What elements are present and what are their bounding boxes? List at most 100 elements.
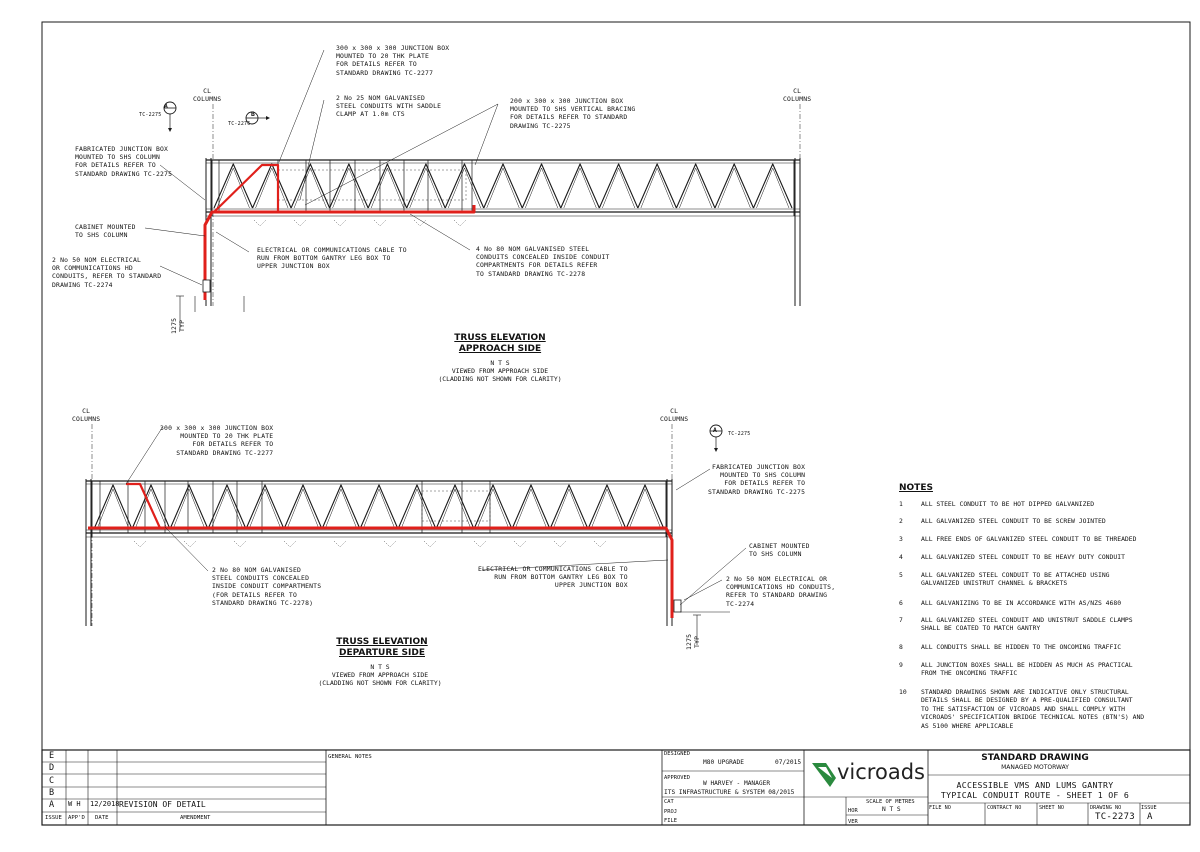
file-label: FILE [664, 818, 677, 824]
cl-columns-left: CL COLUMNS [193, 87, 222, 104]
truss-diagonal [435, 484, 475, 530]
rev-a-appd: W H [68, 800, 81, 808]
hanger-bracket [333, 540, 347, 548]
note-number: 2 [899, 517, 903, 525]
conduit-riser-departure [126, 482, 162, 529]
standard-drawing-title: STANDARD DRAWING [981, 753, 1089, 763]
truss-diagonal-inner [563, 167, 597, 209]
hanger-bracket [423, 540, 437, 548]
dep-section-marker-a: A [713, 426, 718, 434]
hanger-bracket [183, 540, 197, 548]
conduit-main-departure [88, 526, 674, 618]
note-conduit-80: 4 No 80 NOM GALVANISED STEEL CONDUITS CO… [476, 245, 610, 278]
section-arrow-b [266, 116, 270, 120]
truss-diagonal-inner [476, 488, 510, 530]
truss-diagonal [367, 163, 408, 209]
vicroads-logo-notch [818, 767, 832, 778]
hanger-bracket [283, 540, 297, 548]
truss-diagonal [714, 163, 754, 209]
leader-line [675, 468, 711, 491]
truss-diagonal-inner [602, 167, 636, 209]
hdr-appd: APP'D [68, 815, 85, 821]
truss-diagonal-inner [210, 488, 244, 530]
section-marker-b: B [251, 110, 256, 118]
leader-line [278, 49, 325, 163]
approach-title: TRUSS ELEVATION APPROACH SIDE [430, 333, 570, 355]
dep-conduit-compartment [421, 490, 491, 522]
revision-letter: C [49, 775, 55, 786]
dep-note-conduit-50: 2 No 50 NOM ELECTRICAL OR COMMUNICATIONS… [726, 575, 836, 608]
note-text: ALL JUNCTION BOXES SHALL BE HIDDEN AS MU… [921, 661, 1133, 678]
note-text: ALL GALVANIZING TO BE IN ACCORDANCE WITH… [921, 599, 1122, 607]
leader-line [159, 265, 203, 286]
departure-title-line1: TRUSS ELEVATION [336, 637, 428, 647]
dep-section-arrow-a [714, 448, 718, 452]
rev-a-date: 12/2018 [90, 800, 120, 808]
truss-diagonal [752, 163, 793, 209]
note-junction-box-300: 300 x 300 x 300 JUNCTION BOX MOUNTED TO … [336, 44, 450, 77]
truss-diagonal [483, 163, 523, 209]
truss-diagonal-inner [552, 488, 586, 530]
hanger-bracket [233, 540, 247, 548]
approach-subtitle: N T S VIEWED FROM APPROACH SIDE (CLADDIN… [438, 359, 562, 383]
note-number: 4 [899, 553, 903, 561]
dep-note-conduit-80: 2 No 80 NOM GALVANISED STEEL CONDUITS CO… [212, 566, 322, 607]
truss-diagonal-inner [332, 167, 366, 209]
truss-diagonal [625, 484, 665, 530]
note-junction-box-200: 200 x 300 x 300 JUNCTION BOX MOUNTED TO … [510, 97, 636, 130]
leader-line [679, 547, 747, 606]
note-text: STANDARD DRAWINGS SHOWN ARE INDICATIVE O… [921, 688, 1145, 730]
truss-diagonal [359, 484, 399, 530]
issue-value: A [1147, 812, 1153, 822]
truss-diagonal-inner [172, 488, 206, 530]
truss-diagonal [521, 163, 562, 209]
revision-letter: E [49, 751, 55, 761]
note-number: 6 [899, 599, 903, 607]
truss-diagonal-inner [717, 167, 751, 209]
hanger-bracket [413, 219, 427, 227]
dep-cl-columns-left: CL COLUMNS [72, 407, 101, 424]
truss-diagonal [406, 163, 446, 209]
truss-diagonal [560, 163, 600, 209]
truss-diagonal [283, 484, 323, 530]
dep-note-cabinet: CABINET MOUNTED TO SHS COLUMN [749, 542, 810, 559]
note-conduit-25: 2 No 25 NOM GALVANISED STEEL CONDUITS WI… [336, 94, 442, 119]
conduit-main-approach [203, 205, 476, 300]
cabinet-box [202, 279, 211, 293]
truss-diagonal [549, 484, 589, 530]
note-conduit-50: 2 No 50 NOM ELECTRICAL OR COMMUNICATIONS… [52, 256, 162, 289]
truss-diagonal [321, 484, 361, 530]
hanger-bracket [333, 219, 347, 227]
truss-diagonal-inner [248, 488, 282, 530]
truss-diagonal [397, 484, 437, 530]
leader-line [474, 103, 499, 166]
truss-diagonal [511, 484, 551, 530]
dimension-1275: 1275 TYP [170, 317, 187, 334]
hdr-amendment: AMENDMENT [180, 815, 211, 821]
scale-value: N T S [882, 806, 901, 813]
truss-diagonal [473, 484, 513, 530]
ver-label: VER [848, 819, 858, 825]
truss-diagonal-inner [525, 167, 559, 209]
note-number: 7 [899, 616, 903, 624]
truss-diagonal-inner [438, 488, 472, 530]
general-notes-label: GENERAL NOTES [328, 754, 372, 760]
truss-diagonal-inner [216, 167, 250, 209]
departure-title: TRUSS ELEVATION DEPARTURE SIDE [312, 637, 452, 659]
approach-title-line2: APPROACH SIDE [458, 344, 542, 354]
hanger-bracket [293, 219, 307, 227]
truss-diagonal [131, 484, 171, 530]
sheet-no-label: SHEET NO [1039, 805, 1064, 811]
note-text: ALL STEEL CONDUIT TO BE HOT DIPPED GALVA… [921, 500, 1095, 508]
revision-letter: D [49, 763, 55, 774]
note-text: ALL GALVANIZED STEEL CONDUIT TO BE SCREW… [921, 517, 1106, 525]
section-arrow-a [168, 128, 172, 132]
note-number: 8 [899, 643, 903, 651]
hanger-bracket [513, 540, 527, 548]
hanger-bracket [253, 219, 267, 227]
truss-diagonal-inner [293, 167, 327, 209]
truss-diagonal-inner [409, 167, 443, 209]
truss-diagonal-inner [447, 167, 481, 209]
leader-line [144, 227, 206, 237]
truss-diagonal-inner [679, 167, 713, 209]
